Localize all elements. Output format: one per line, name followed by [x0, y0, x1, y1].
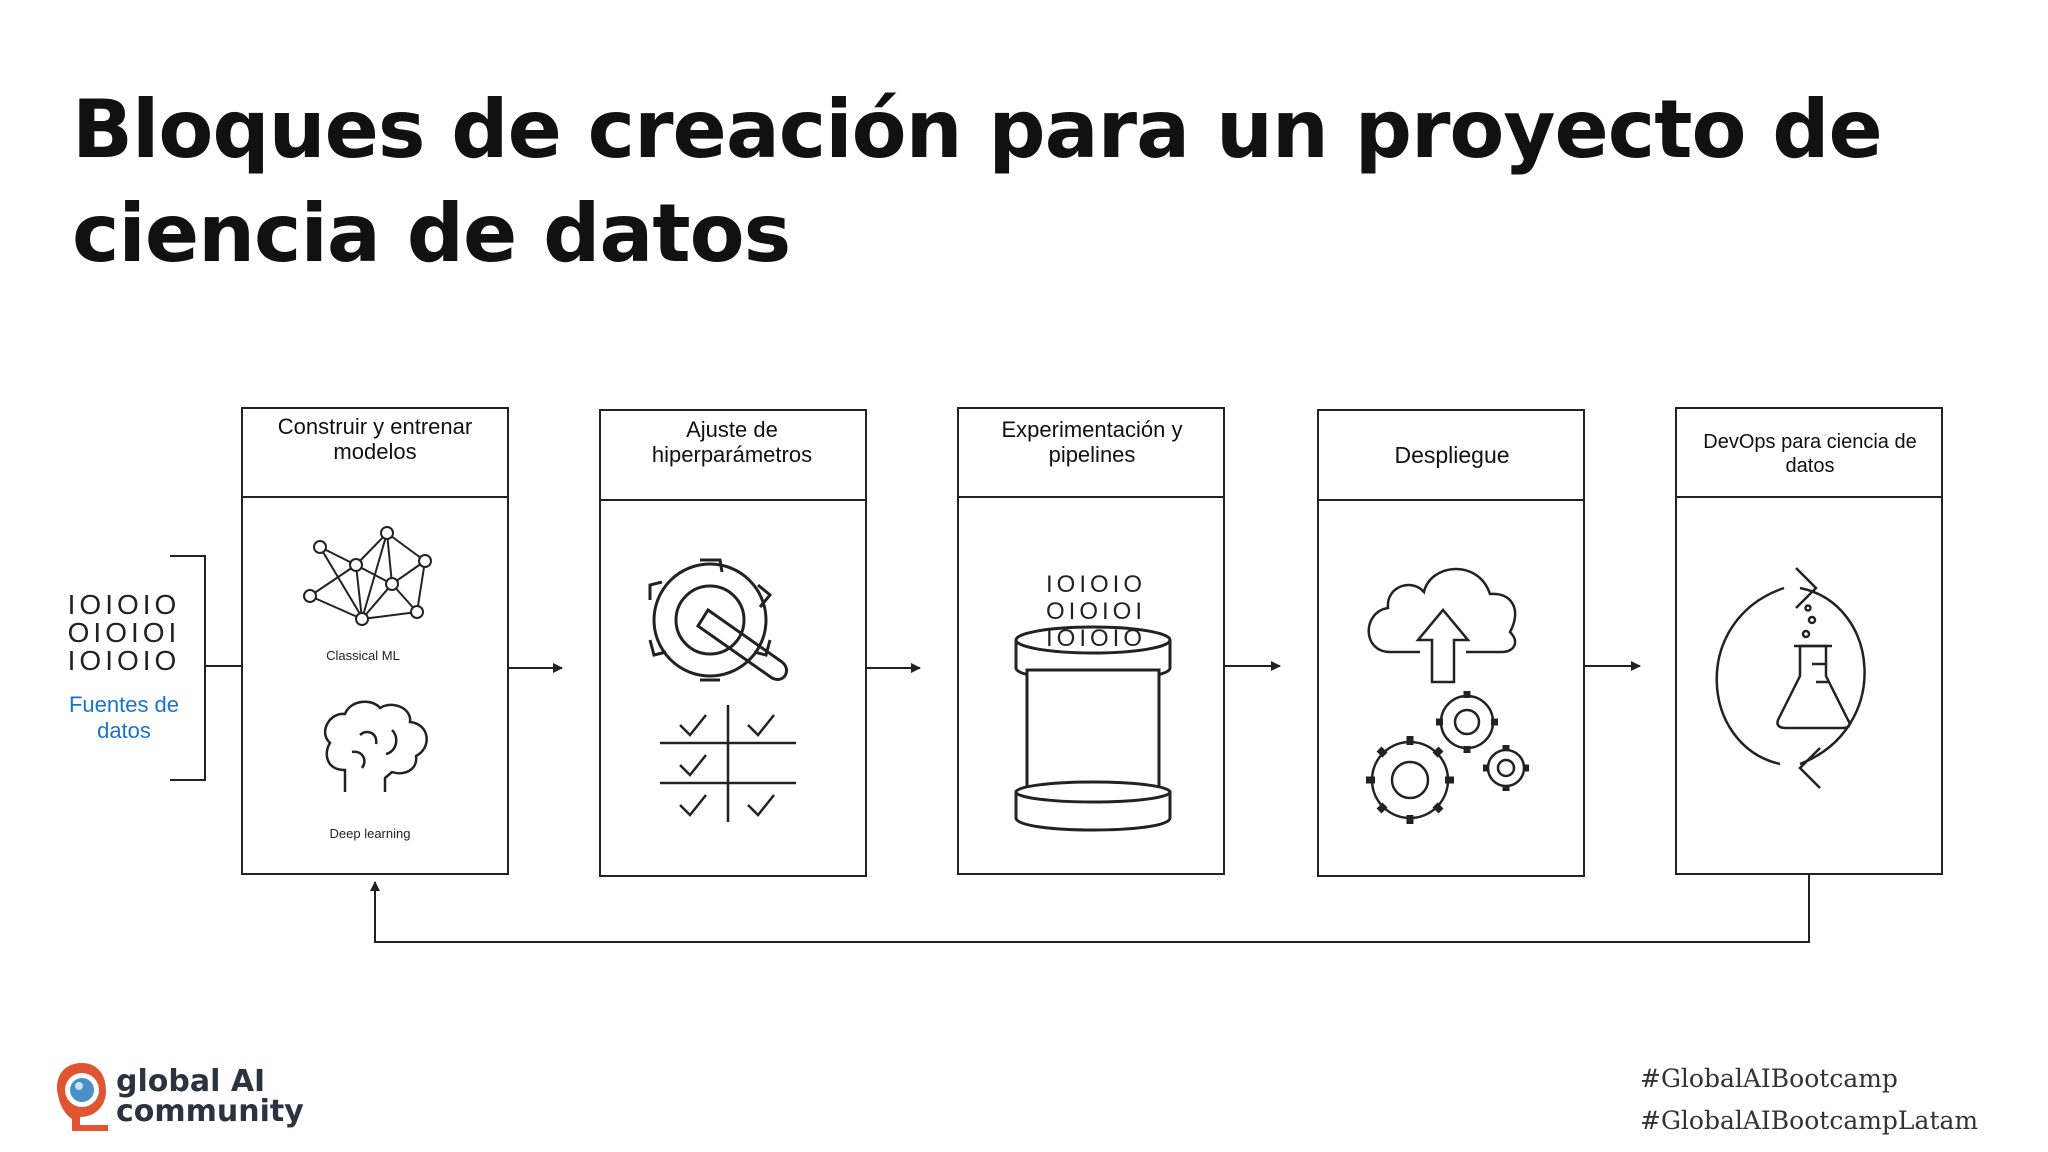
- stage-1-title-line-2: modelos: [333, 439, 416, 464]
- global-ai-community-logo: global AI community: [48, 1055, 308, 1140]
- source-label-line-1: Fuentes de: [69, 692, 179, 717]
- stage-3-title-line-1: Experimentación y: [1002, 417, 1183, 442]
- feedback-loop-arrow: [370, 874, 1810, 943]
- source-bracket: [170, 555, 242, 781]
- cycle-arrows-icon: [1715, 567, 1866, 789]
- stage-build-train: Construir y entrenar modelos Classical M…: [241, 407, 509, 875]
- stage-experimentation-pipelines: Experimentación y pipelines IOIOIO OIOIO…: [957, 407, 1225, 875]
- checklist-grid-icon: [660, 705, 796, 822]
- stage-1-sublabel-classical-ml: Classical ML: [326, 648, 400, 663]
- brain-icon: [323, 700, 428, 792]
- stage-3-binary-line-1: IOIOIO: [1046, 571, 1146, 598]
- logo-text-line-2: community: [116, 1094, 304, 1129]
- stage-hyperparameter-tuning: Ajuste de hiperparámetros: [599, 409, 867, 877]
- flask-icon: [1776, 604, 1851, 730]
- hashtag-1: #GlobalAIBootcamp: [1640, 1064, 1898, 1093]
- cloud-upload-icon: [1367, 567, 1517, 684]
- stage-2-title-line-2: hiperparámetros: [652, 442, 812, 467]
- database-cylinder-icon: [1014, 625, 1172, 832]
- stage-deployment: Despliegue: [1317, 409, 1585, 877]
- data-source: IOIOIO OIOIOI IOIOIO Fuentes de datos: [68, 555, 242, 781]
- gears-icon: [1366, 691, 1529, 824]
- source-binary-line-1: IOIOIO: [68, 589, 181, 620]
- neural-network-icon: [303, 526, 432, 626]
- stage-3-title-line-2: pipelines: [1049, 442, 1136, 467]
- stage-1-sublabel-deep-learning: Deep learning: [330, 826, 411, 841]
- source-binary-line-2: OIOIOI: [68, 617, 181, 648]
- stage-3-binary-line-3: IOIOIO: [1046, 625, 1146, 652]
- stage-devops: DevOps para ciencia de datos: [1675, 407, 1943, 875]
- slide-title: Bloques de creación para un proyecto de …: [72, 83, 1883, 280]
- gear-wrench-icon: [648, 558, 788, 682]
- stage-3-binary-line-2: OIOIOI: [1046, 598, 1146, 625]
- stage-5-title-line-1: DevOps para ciencia de: [1703, 431, 1916, 453]
- source-label-line-2: datos: [97, 718, 151, 743]
- stage-1-title-line-1: Construir y entrenar: [278, 414, 472, 439]
- source-binary-line-3: IOIOIO: [68, 645, 181, 676]
- hashtag-2: #GlobalAIBootcampLatam: [1640, 1106, 1979, 1135]
- stage-2-title-line-1: Ajuste de: [686, 417, 778, 442]
- logo-mark-icon: global AI community: [57, 1063, 304, 1131]
- stage-5-title-line-2: datos: [1786, 455, 1835, 477]
- stage-4-title-line-1: Despliegue: [1394, 442, 1509, 468]
- hashtags: #GlobalAIBootcamp #GlobalAIBootcampLatam: [1640, 1058, 1978, 1142]
- logo-text-line-1: global AI: [116, 1064, 265, 1099]
